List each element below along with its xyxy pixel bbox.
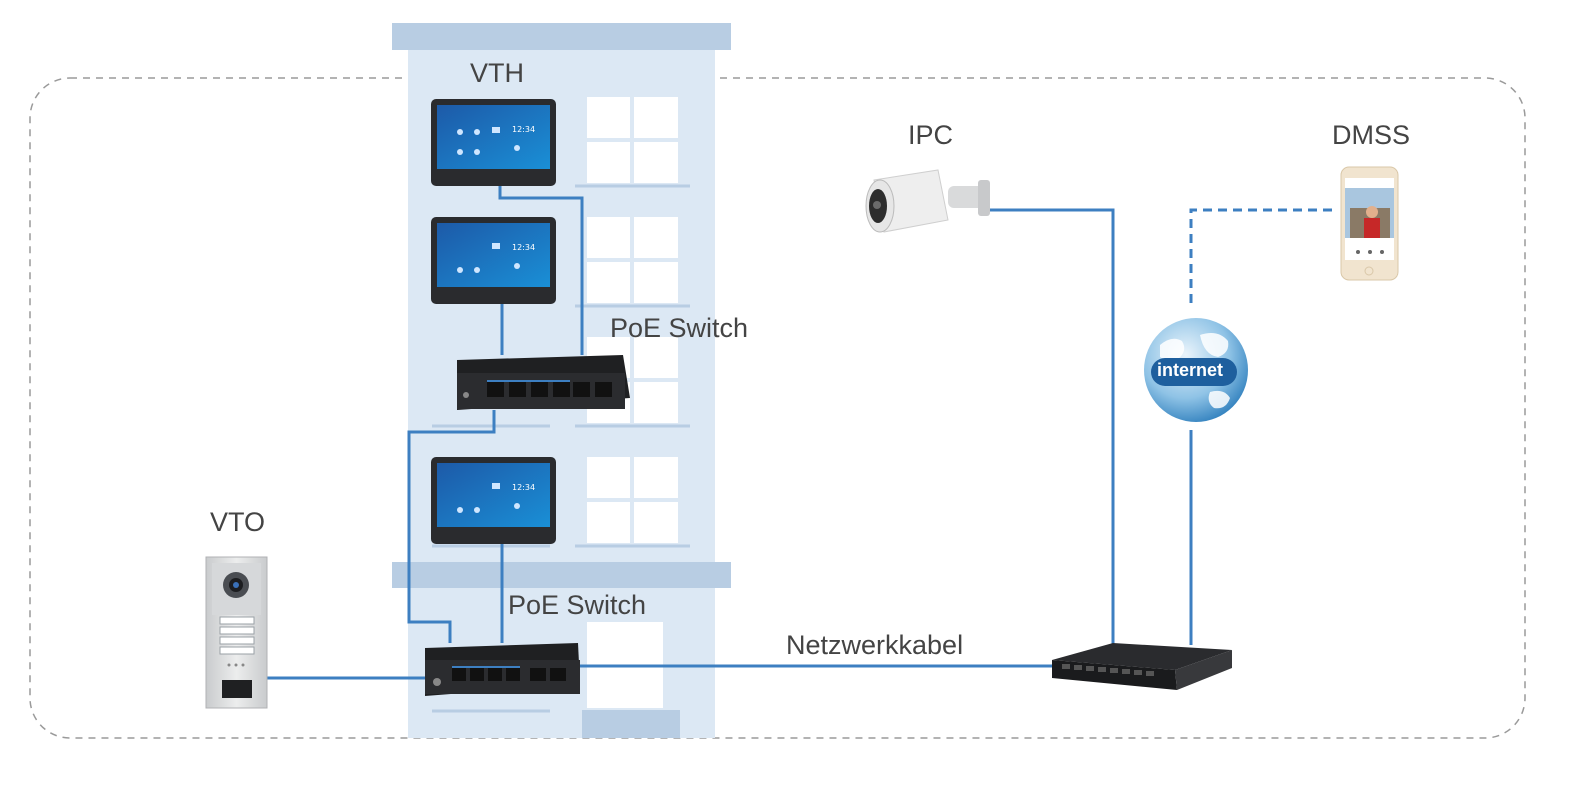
vth-3-time: 12:34 xyxy=(512,483,535,492)
dashed-boundary xyxy=(29,77,1526,739)
cable-vth1-switch xyxy=(498,185,584,355)
poe-switch-lower xyxy=(425,643,580,696)
poe-switch-lower-label: PoE Switch xyxy=(508,590,647,620)
cable-switch-to-switch xyxy=(407,410,496,643)
cable-ipc-main xyxy=(990,208,1115,645)
vth-monitor-1: 12:34 xyxy=(431,99,556,186)
vth-1-time: 12:34 xyxy=(512,125,535,134)
network-switch-main xyxy=(1052,643,1232,690)
poe-switch-upper-label: PoE Switch xyxy=(610,313,749,343)
dmss-label: DMSS xyxy=(1332,120,1411,150)
cables xyxy=(267,185,1338,680)
vth-2-time: 12:34 xyxy=(512,243,535,252)
cable-label: Netzwerkkabel xyxy=(786,630,964,660)
poe-switch-upper xyxy=(457,355,630,410)
ipc-label: IPC xyxy=(908,120,954,150)
vth-monitor-2: 12:34 xyxy=(431,217,556,304)
vth-monitor-3: 12:34 xyxy=(431,457,556,544)
ipc-camera xyxy=(865,169,990,233)
internet-label: internet xyxy=(1157,360,1224,380)
vto-label: VTO xyxy=(210,507,266,537)
vto-door-station xyxy=(205,556,268,709)
cable-dmss-wireless xyxy=(1189,208,1338,303)
vth-label: VTH xyxy=(470,58,524,88)
dmss-phone xyxy=(1340,166,1399,281)
internet-globe xyxy=(1144,318,1248,422)
